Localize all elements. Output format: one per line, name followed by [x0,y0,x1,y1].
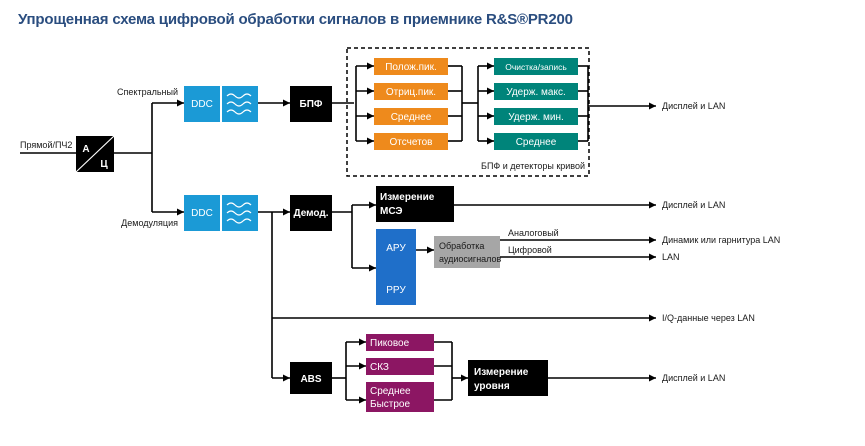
detectors-group-frame [346,47,590,177]
filter-icon [226,93,252,115]
page-title: Упрощенная схема цифровой обработки сигн… [18,11,573,28]
detector-left-2: Среднее [391,112,432,123]
detector-left-1: Отриц.пик. [386,87,436,98]
input-spectral-label: Спектральный [117,87,178,97]
level-detector-peak: Пиковое [370,338,410,349]
detector-left-3: Отсчетов [390,137,433,148]
ddc-spectral-block: DDC [184,86,258,122]
detector-right-0: Очистка/запись [505,62,567,72]
level-meas-line1: Измерение [474,367,529,378]
detector-right-1: Удерж. макс. [506,87,565,98]
abs-block: ABS [290,362,332,394]
level-detector-avg: Среднее [370,386,411,397]
detector-right-2: Удерж. мин. [508,112,564,123]
audio-analog-label: Аналоговый [508,228,559,238]
audio-line2: аудиосигналов [439,254,502,264]
agc-bottom-label: РРУ [386,285,406,296]
audio-line1: Обработка [439,241,484,251]
input-direct-if2-label: Прямой/ПЧ2 [20,140,72,150]
input-demodulation-label: Демодуляция [121,218,178,228]
level-meas-line2: уровня [474,381,510,392]
adc-top-label: А [82,144,89,155]
audio-processing-block: Обработка аудиосигналов [434,236,502,268]
detector-left-0: Полож.пик. [385,62,437,73]
agc-top-label: АРУ [386,243,406,254]
mse-block: Измерение МСЭ [376,186,454,222]
mse-line2: МСЭ [380,206,403,217]
detector-right-3: Среднее [516,137,557,148]
level-detector-fast: Быстрое [370,399,410,410]
mse-line1: Измерение [380,192,435,203]
adc-bottom-label: Ц [100,159,108,170]
audio-digital-label: Цифровой [508,245,552,255]
output-display-lan-3: Дисплей и LAN [662,373,725,383]
demod-label: Демод. [293,208,328,219]
ddc-demod-label: DDC [191,208,213,219]
right-detectors: Очистка/запись Удерж. макс. Удерж. мин. … [494,58,578,150]
signal-wires [20,62,656,404]
demod-block: Демод. [290,195,332,231]
level-detector-rms: СКЗ [370,362,389,373]
bpf-block: БПФ [290,86,332,122]
bpf-label: БПФ [300,99,323,110]
abs-label: ABS [300,374,321,385]
left-detectors: Полож.пик. Отриц.пик. Среднее Отсчетов [374,58,448,150]
output-speaker: Динамик или гарнитура LAN [662,235,780,245]
filter-icon [226,202,252,224]
output-display-lan-2: Дисплей и LAN [662,200,725,210]
output-display-lan-1: Дисплей и LAN [662,101,725,111]
output-lan: LAN [662,252,680,262]
adc-block: А Ц [75,135,115,173]
detectors-group-label: БПФ и детекторы кривой [481,161,585,171]
ddc-spectral-label: DDC [191,99,213,110]
level-meas-block: Измерение уровня [468,360,548,396]
level-detectors: Пиковое СКЗ Среднее Быстрое [366,334,434,412]
ddc-demod-block: DDC [184,195,258,231]
agc-block: АРУ РРУ [376,229,416,305]
output-iq: I/Q-данные через LAN [662,313,755,323]
